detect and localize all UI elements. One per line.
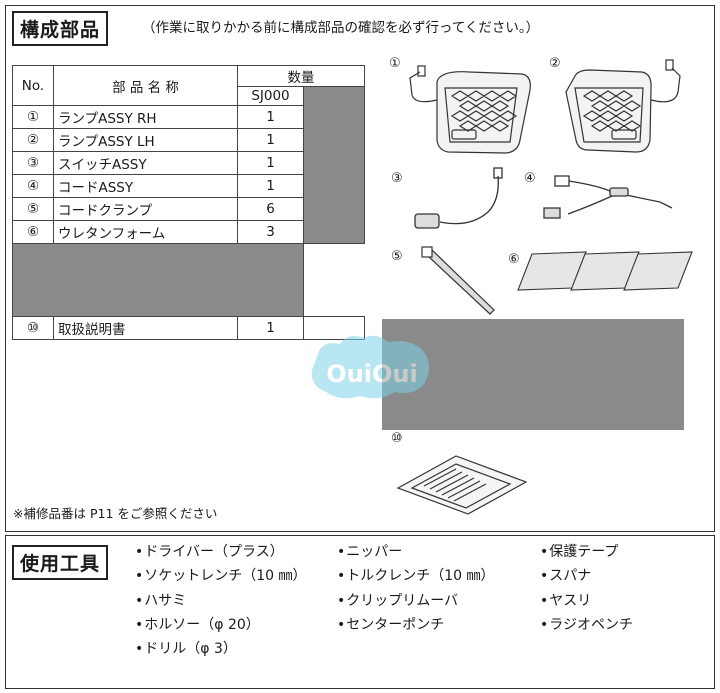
components-title: 構成部品 (12, 11, 109, 46)
tools-column-2: ニッパー トルクレンチ（10 ㎜） クリップリムーバ センターポンチ (337, 540, 495, 637)
table-row: ⑤ コードクランプ 6 (12, 197, 365, 221)
watermark-logo-icon: OuiOui (311, 335, 429, 399)
switch-assy-icon (414, 167, 503, 229)
tools-column-1: ドライバー（プラス） ソケットレンチ（10 ㎜） ハサミ ホルソー（φ 20） … (135, 540, 307, 661)
tool-item: ドリル（φ 3） (135, 637, 307, 661)
components-instruction: （作業に取りかかる前に構成部品の確認を必ず行ってください。） (142, 20, 540, 36)
cord-assy-icon (543, 175, 673, 219)
parts-table: No. 部 品 名 称 数量 SJ000 ① ランプASSY RH 1 ② ラン… (12, 65, 365, 340)
footnote: ※補修品番は P11 をご参照ください (13, 506, 218, 521)
redacted-rows (12, 243, 304, 317)
table-row: ③ スイッチASSY 1 (12, 151, 365, 175)
table-row: ④ コードASSY 1 (12, 174, 365, 198)
watermark-text: OuiOui (326, 360, 417, 388)
tool-item: ドライバー（プラス） (135, 540, 307, 564)
col-header-name: 部 品 名 称 (53, 65, 238, 106)
figure-number: ① (389, 56, 401, 71)
figure-number: ② (549, 56, 561, 71)
manual-icon (396, 455, 528, 515)
tools-column-3: 保護テープ スパナ ヤスリ ラジオペンチ (540, 540, 633, 637)
lamp-lh-icon (565, 59, 681, 153)
figure-number: ⑩ (391, 431, 403, 446)
urethane-foam-icon (517, 251, 693, 291)
tool-item: トルクレンチ（10 ㎜） (337, 564, 494, 588)
tool-item: スパナ (540, 564, 633, 588)
lamp-rh-icon (409, 65, 531, 154)
figure-number: ④ (524, 171, 536, 186)
tool-item: ヤスリ (540, 589, 633, 613)
redacted-figure (382, 319, 684, 430)
table-row: ⑩ 取扱説明書 1 (12, 316, 365, 340)
tool-item: 保護テープ (540, 540, 633, 564)
tool-item: クリップリムーバ (337, 589, 495, 613)
table-row: ⑥ ウレタンフォーム 3 (12, 220, 365, 244)
tool-item: ニッパー (337, 540, 495, 564)
tools-title: 使用工具 (12, 545, 109, 580)
figure-number: ⑥ (508, 252, 520, 267)
redacted-column (303, 86, 365, 244)
figure-number: ③ (391, 171, 403, 186)
figure-number: ⑤ (391, 249, 403, 264)
cord-clamp-icon (421, 246, 495, 315)
tool-item: センターポンチ (337, 613, 495, 637)
tool-item: ソケットレンチ（10 ㎜） (135, 564, 306, 588)
tool-item: ハサミ (135, 589, 307, 613)
tool-item: ホルソー（φ 20） (135, 613, 307, 637)
tool-item: ラジオペンチ (540, 613, 633, 637)
